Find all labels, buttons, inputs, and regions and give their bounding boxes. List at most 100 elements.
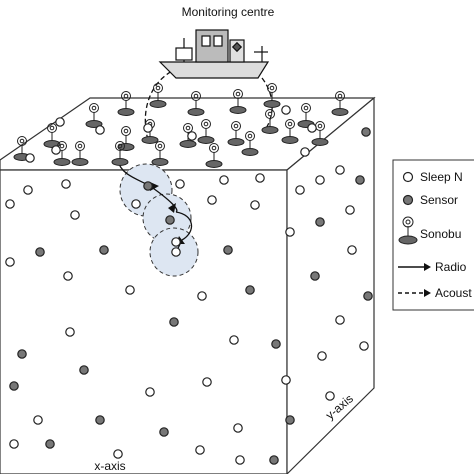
sonobuoy-icon (398, 216, 418, 245)
sleep-node (5, 257, 15, 267)
sonobuoy-icon (205, 143, 223, 168)
node-layer (5, 105, 373, 465)
sonobuoy-icon (331, 91, 349, 116)
sensor-node (169, 317, 179, 327)
solid-arrow-icon (398, 263, 431, 271)
sensor-node (361, 127, 371, 137)
sleep-node (9, 439, 19, 449)
sonobuoy-icon (151, 141, 169, 166)
sleep-node (187, 131, 197, 141)
sleep-node (197, 291, 207, 301)
sensor-node (285, 415, 295, 425)
sonobuoy-icon (241, 131, 259, 156)
legend-radio-label: Radio (435, 260, 467, 274)
sleep-node (202, 377, 212, 387)
hollow-circle-icon (402, 171, 414, 183)
sonobuoy-icon (261, 109, 279, 134)
sleep-node (55, 117, 65, 127)
sonobuoy-icon (111, 141, 129, 166)
sonobuoy-icon (149, 83, 167, 108)
cluster-regions (119, 163, 199, 277)
sonobuoy-icon (179, 123, 197, 148)
legend: Sleep N Sensor Sonobu Radio Acoust (392, 159, 474, 311)
sonobuoy-icon (229, 89, 247, 114)
sonobuoy-icon (263, 83, 281, 108)
sensor-node (165, 215, 175, 225)
sleep-node (171, 247, 181, 257)
acoustic-link (261, 77, 273, 131)
sleep-node (175, 179, 185, 189)
arrow-head (168, 203, 176, 213)
sensor-node (245, 285, 255, 295)
sleep-node (63, 271, 73, 281)
sonobuoy-icon (117, 91, 135, 116)
sleep-node (255, 173, 265, 183)
sleep-node (229, 335, 239, 345)
sleep-node (307, 123, 317, 133)
sensor-node (99, 245, 109, 255)
sonobuoy-icon (227, 121, 245, 146)
radio-link (175, 211, 193, 241)
sleep-node (359, 341, 369, 351)
sleep-node (317, 351, 327, 361)
sensor-node (95, 415, 105, 425)
sleep-node (113, 449, 123, 459)
sonobuoy-icon (281, 119, 299, 144)
sensor-node (269, 455, 279, 465)
sleep-node (125, 285, 135, 295)
sensor-node (363, 291, 373, 301)
sleep-node (295, 185, 305, 195)
sensor-node (310, 271, 320, 281)
sleep-node (347, 245, 357, 255)
sleep-node (325, 391, 335, 401)
legend-sensor-label: Sensor (420, 193, 458, 207)
sleep-node (51, 145, 61, 155)
sleep-node (281, 375, 291, 385)
sleep-node (285, 227, 295, 237)
sensor-node (355, 175, 365, 185)
sensor-node (143, 181, 153, 191)
sonobuoy-icon (187, 91, 205, 116)
sleep-node (195, 445, 205, 455)
sleep-node (233, 423, 243, 433)
sleep-node (131, 199, 141, 209)
sleep-node (207, 195, 217, 205)
sleep-node (335, 165, 345, 175)
sleep-node (171, 237, 181, 247)
legend-sleep-label: Sleep N (420, 170, 463, 184)
sonobuoy-icon (297, 103, 315, 128)
sleep-node (95, 125, 105, 135)
sleep-node (281, 105, 291, 115)
sleep-node (25, 153, 35, 163)
sonobuoy-icon (311, 121, 329, 146)
cube-side-face (286, 96, 375, 474)
sleep-node (219, 175, 229, 185)
sensor-node (9, 381, 19, 391)
diagram-title: Monitoring centre (182, 5, 275, 19)
sonobuoy-icon (71, 141, 89, 166)
sleep-node (5, 199, 15, 209)
sleep-node (335, 315, 345, 325)
sensor-node (45, 439, 55, 449)
grey-circle-icon (402, 194, 414, 206)
sleep-node (61, 179, 71, 189)
sensor-node (79, 365, 89, 375)
ship-icon (158, 29, 270, 79)
dashed-arrow-icon (398, 289, 431, 297)
radio-link (149, 185, 178, 213)
sleep-node (33, 415, 43, 425)
x-axis-label: x-axis (94, 459, 125, 473)
sleep-node (345, 205, 355, 215)
sensor-node (315, 217, 325, 227)
sleep-node (315, 175, 325, 185)
cube-front-face (0, 169, 288, 474)
sleep-node (300, 147, 310, 157)
sleep-node (145, 387, 155, 397)
sleep-node (65, 327, 75, 337)
sensor-node (271, 339, 281, 349)
legend-sonobuoy-label: Sonobu (420, 227, 461, 241)
sleep-node (70, 210, 80, 220)
sleep-node (143, 123, 153, 133)
sleep-node (250, 200, 260, 210)
